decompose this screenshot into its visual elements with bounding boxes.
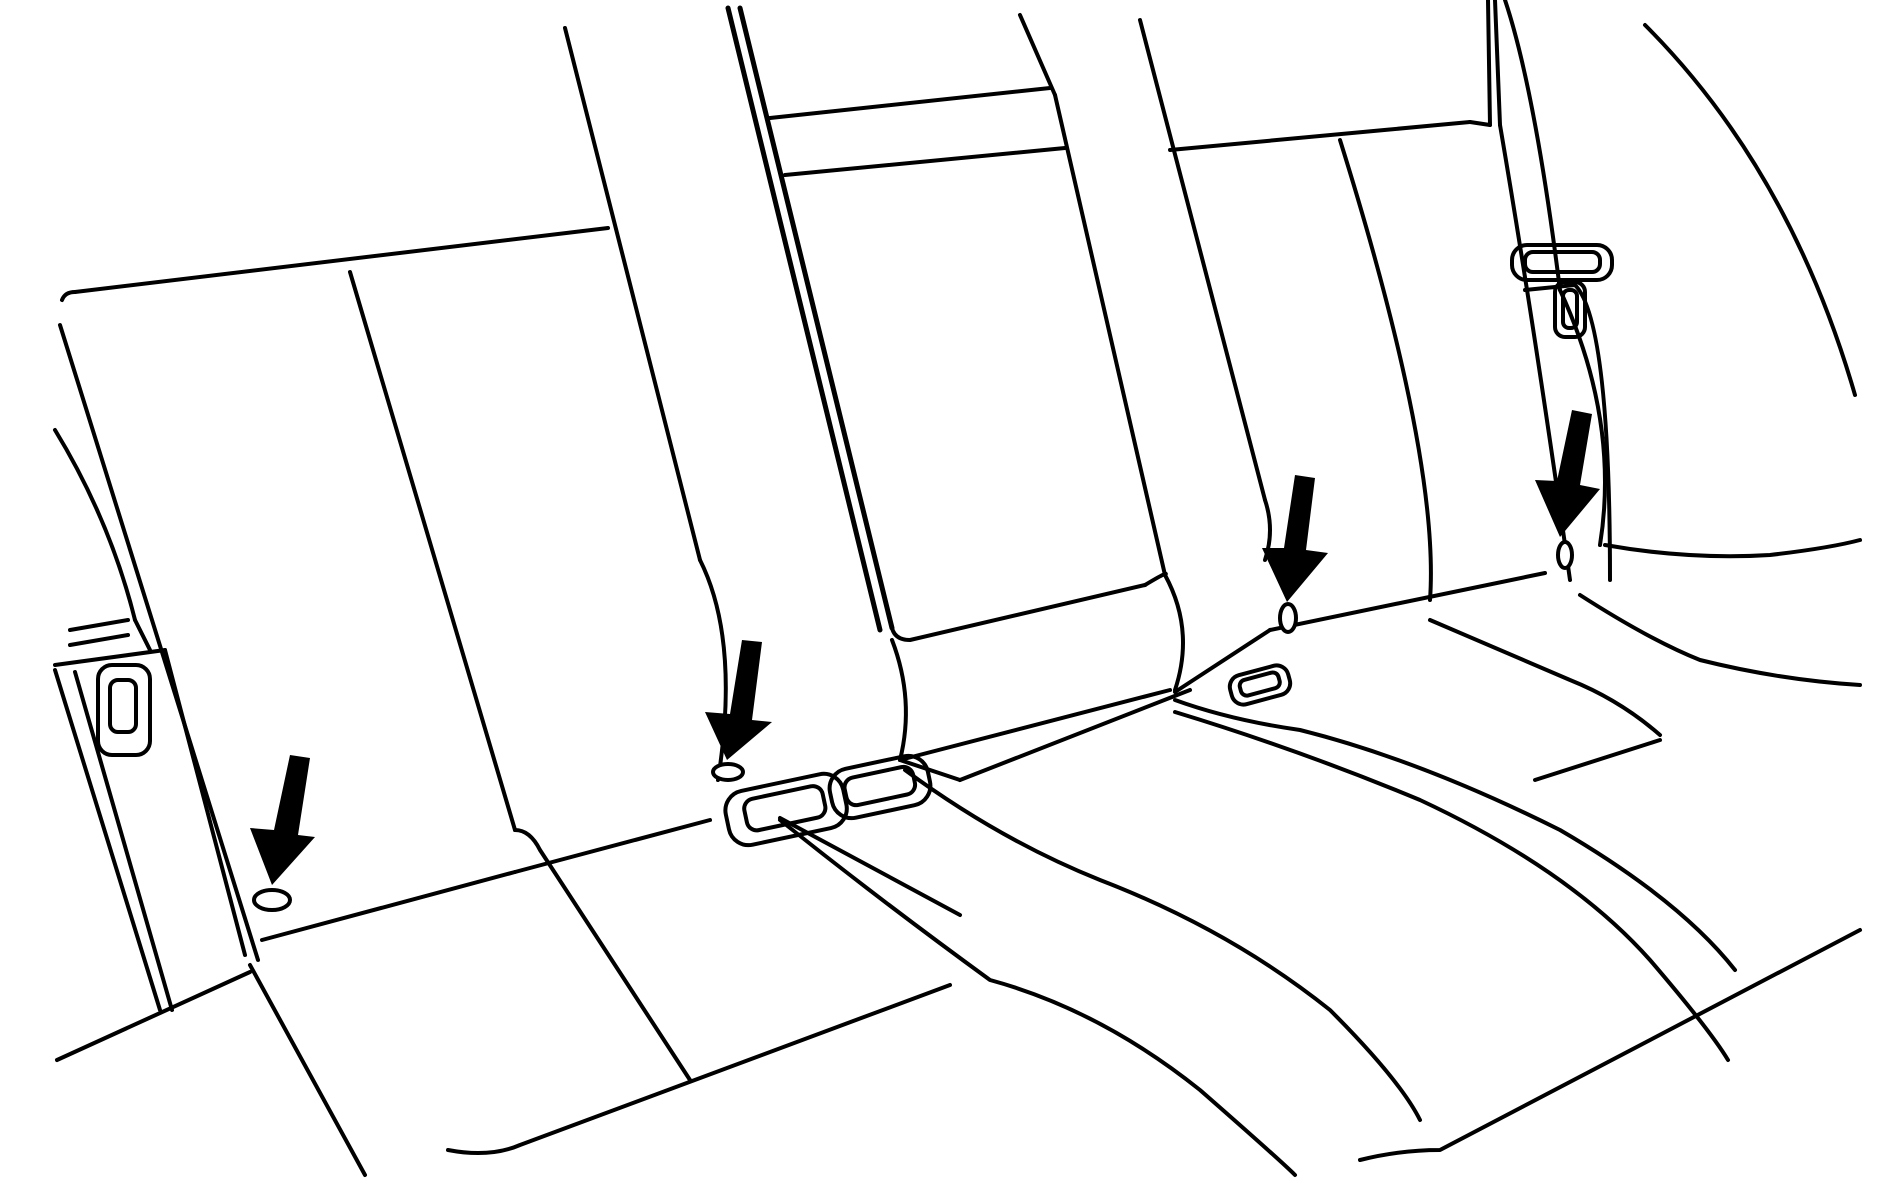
right-seatback <box>1138 18 1547 694</box>
arrow-down-icon <box>1535 410 1600 537</box>
arrow-down-icon <box>705 640 772 760</box>
right-seatbelt-latch-icon <box>1510 243 1614 339</box>
left-seatback <box>55 226 712 1177</box>
anchor-ring-icon <box>711 762 745 782</box>
center-seat-cushion <box>446 688 1422 1177</box>
left-seatbelt-buckle-icon <box>96 663 152 757</box>
anchor-ring-icon <box>1556 540 1574 570</box>
center-seatback <box>563 5 1185 917</box>
arrow-down-icon <box>250 755 315 885</box>
arrow-down-icon <box>1262 475 1328 602</box>
right-seat-cushion <box>1173 593 1862 1162</box>
anchor-ring-icon <box>1278 602 1298 634</box>
right-center-seatbelt-buckle-icon <box>1227 663 1293 707</box>
left-pillar <box>53 428 247 1012</box>
center-seatbelt-buckle-icon <box>723 753 933 848</box>
anchor-ring-icon <box>252 888 292 912</box>
